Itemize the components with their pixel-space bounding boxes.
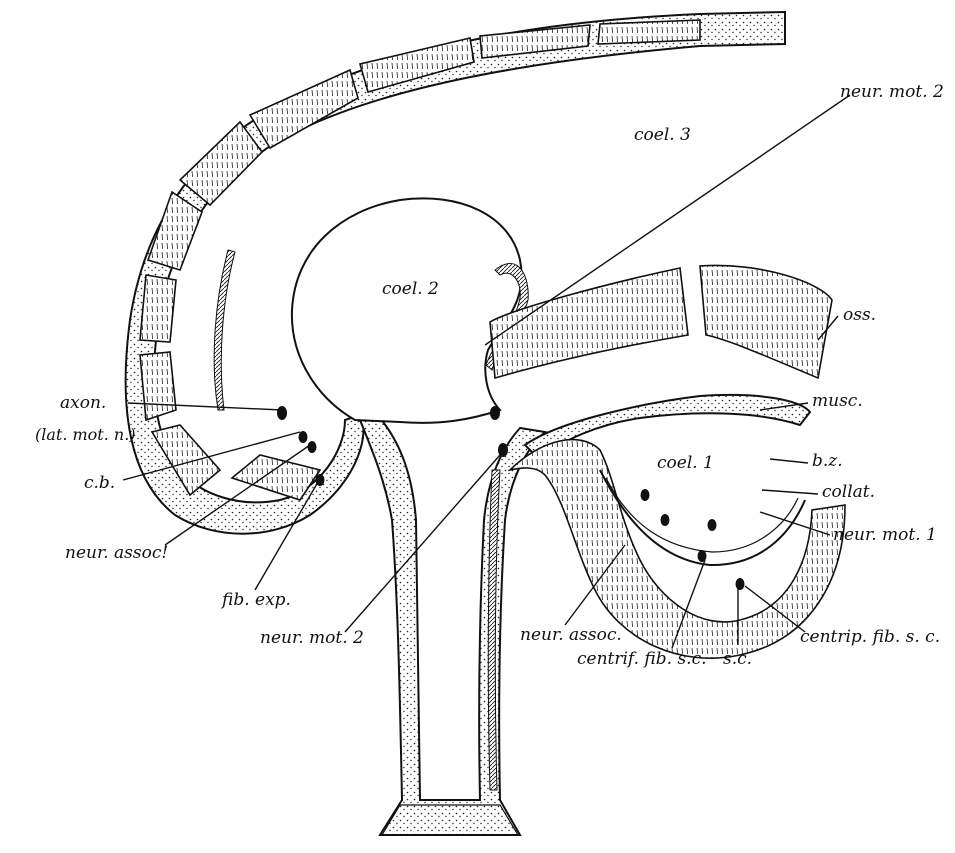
label-fib-exp: fib. exp. <box>220 590 291 610</box>
coelom-1-wall <box>510 395 845 658</box>
label-neur-mot-1: neur. mot. 1 <box>833 525 937 545</box>
bone-plates <box>490 265 832 378</box>
coelom-2 <box>292 198 528 422</box>
label-centrif-fib-sc: centrif. fib. s.c. <box>577 649 707 669</box>
label-lat-mot-n: (lat. mot. n.) <box>35 425 136 444</box>
label-coel-1: coel. 1 <box>657 453 714 473</box>
label-neur-mot-2-top: neur. mot. 2 <box>840 82 944 102</box>
label-oss: oss. <box>843 305 876 325</box>
label-sc: s.c. <box>723 649 752 669</box>
label-neur-assoc-1: neur. assoc! <box>65 543 168 563</box>
label-neur-mot-2-bottom: neur. mot. 2 <box>260 628 364 648</box>
label-axon: axon. <box>60 393 106 413</box>
label-collat: collat. <box>822 482 875 502</box>
label-musc: musc. <box>812 391 863 411</box>
label-coel-3: coel. 3 <box>634 125 691 145</box>
label-coel-2: coel. 2 <box>382 279 439 299</box>
label-centrip-fib-sc: centrip. fib. s. c. <box>800 627 940 647</box>
label-cb: c.b. <box>84 473 115 493</box>
label-bz: b.z. <box>812 451 843 471</box>
central-stem <box>360 418 545 835</box>
label-neur-assoc: neur. assoc. <box>520 625 622 645</box>
